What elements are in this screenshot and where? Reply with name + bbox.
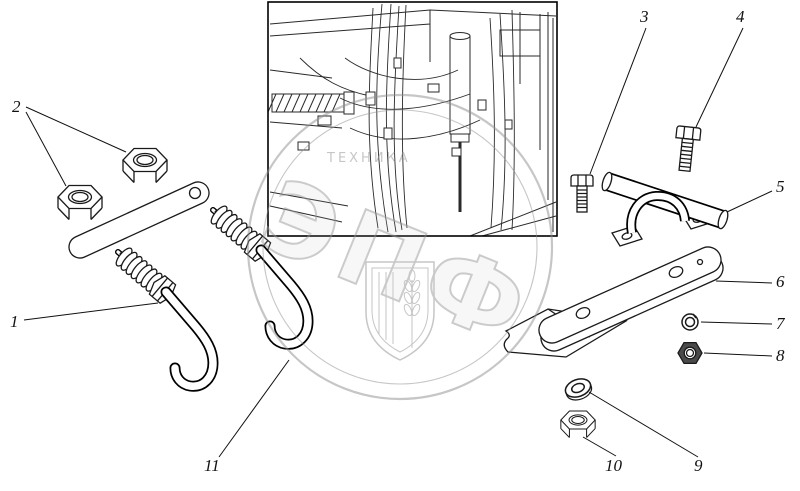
hook-bolt-front (115, 247, 219, 392)
callout-2: 2 (12, 97, 21, 116)
leader-lines (23, 27, 773, 458)
hex-nut-8 (677, 341, 703, 365)
wheat-ear (403, 269, 421, 348)
leader-line-2b (25, 106, 127, 153)
leader-line-4 (695, 27, 744, 128)
watermark-caption-text: ТЕХНИКА (326, 151, 411, 166)
leader-line-3 (589, 27, 647, 175)
callout-3: 3 (639, 7, 649, 26)
leader-line-5 (726, 190, 773, 213)
inset-border (267, 1, 558, 237)
watermark-outer-circle (246, 93, 554, 401)
callout-4: 4 (736, 7, 745, 26)
leader-line-9 (588, 391, 699, 458)
strap-plate (68, 181, 210, 259)
hex-nut-2a (57, 184, 103, 221)
hydraulic-cylinder (449, 32, 471, 212)
bolt-3 (570, 174, 594, 213)
callout-labels: 1 2 3 4 5 6 7 8 9 10 11 (10, 7, 786, 475)
spring-front (115, 247, 163, 292)
callout-10: 10 (605, 456, 623, 475)
watermark-shield (365, 261, 435, 361)
callout-9: 9 (694, 456, 703, 475)
flat-washer-9 (564, 378, 593, 401)
leader-line-2a (25, 111, 67, 187)
lower-frame-lines (269, 191, 557, 236)
callout-7: 7 (776, 314, 786, 333)
leader-line-10 (582, 436, 617, 457)
inset-machine-view (267, 1, 558, 237)
leader-line-6 (715, 280, 773, 284)
bolt-4 (675, 125, 702, 173)
leader-line-11 (218, 359, 290, 458)
link-plate (538, 246, 724, 352)
leader-line-8 (703, 352, 773, 357)
hatched-bar (268, 91, 355, 115)
callout-5: 5 (776, 177, 785, 196)
hex-nut-10 (560, 410, 596, 439)
leader-line-1 (23, 302, 159, 321)
callout-1: 1 (10, 312, 19, 331)
callout-11: 11 (204, 456, 220, 475)
watermark: ЭПФ ТЕХНИКА (245, 93, 554, 401)
hex-nut-2b (122, 147, 168, 184)
pipe-clamp-assembly (601, 171, 729, 247)
lock-washer-7 (681, 313, 699, 331)
callout-6: 6 (776, 272, 785, 291)
right-frame-verticals (539, 12, 554, 232)
inset-drawing (268, 3, 557, 236)
wiring-harness (299, 3, 515, 233)
leader-line-7 (700, 321, 773, 325)
callout-8: 8 (776, 346, 785, 365)
right-parts (503, 125, 729, 439)
watermark-inner-circle (262, 109, 538, 385)
